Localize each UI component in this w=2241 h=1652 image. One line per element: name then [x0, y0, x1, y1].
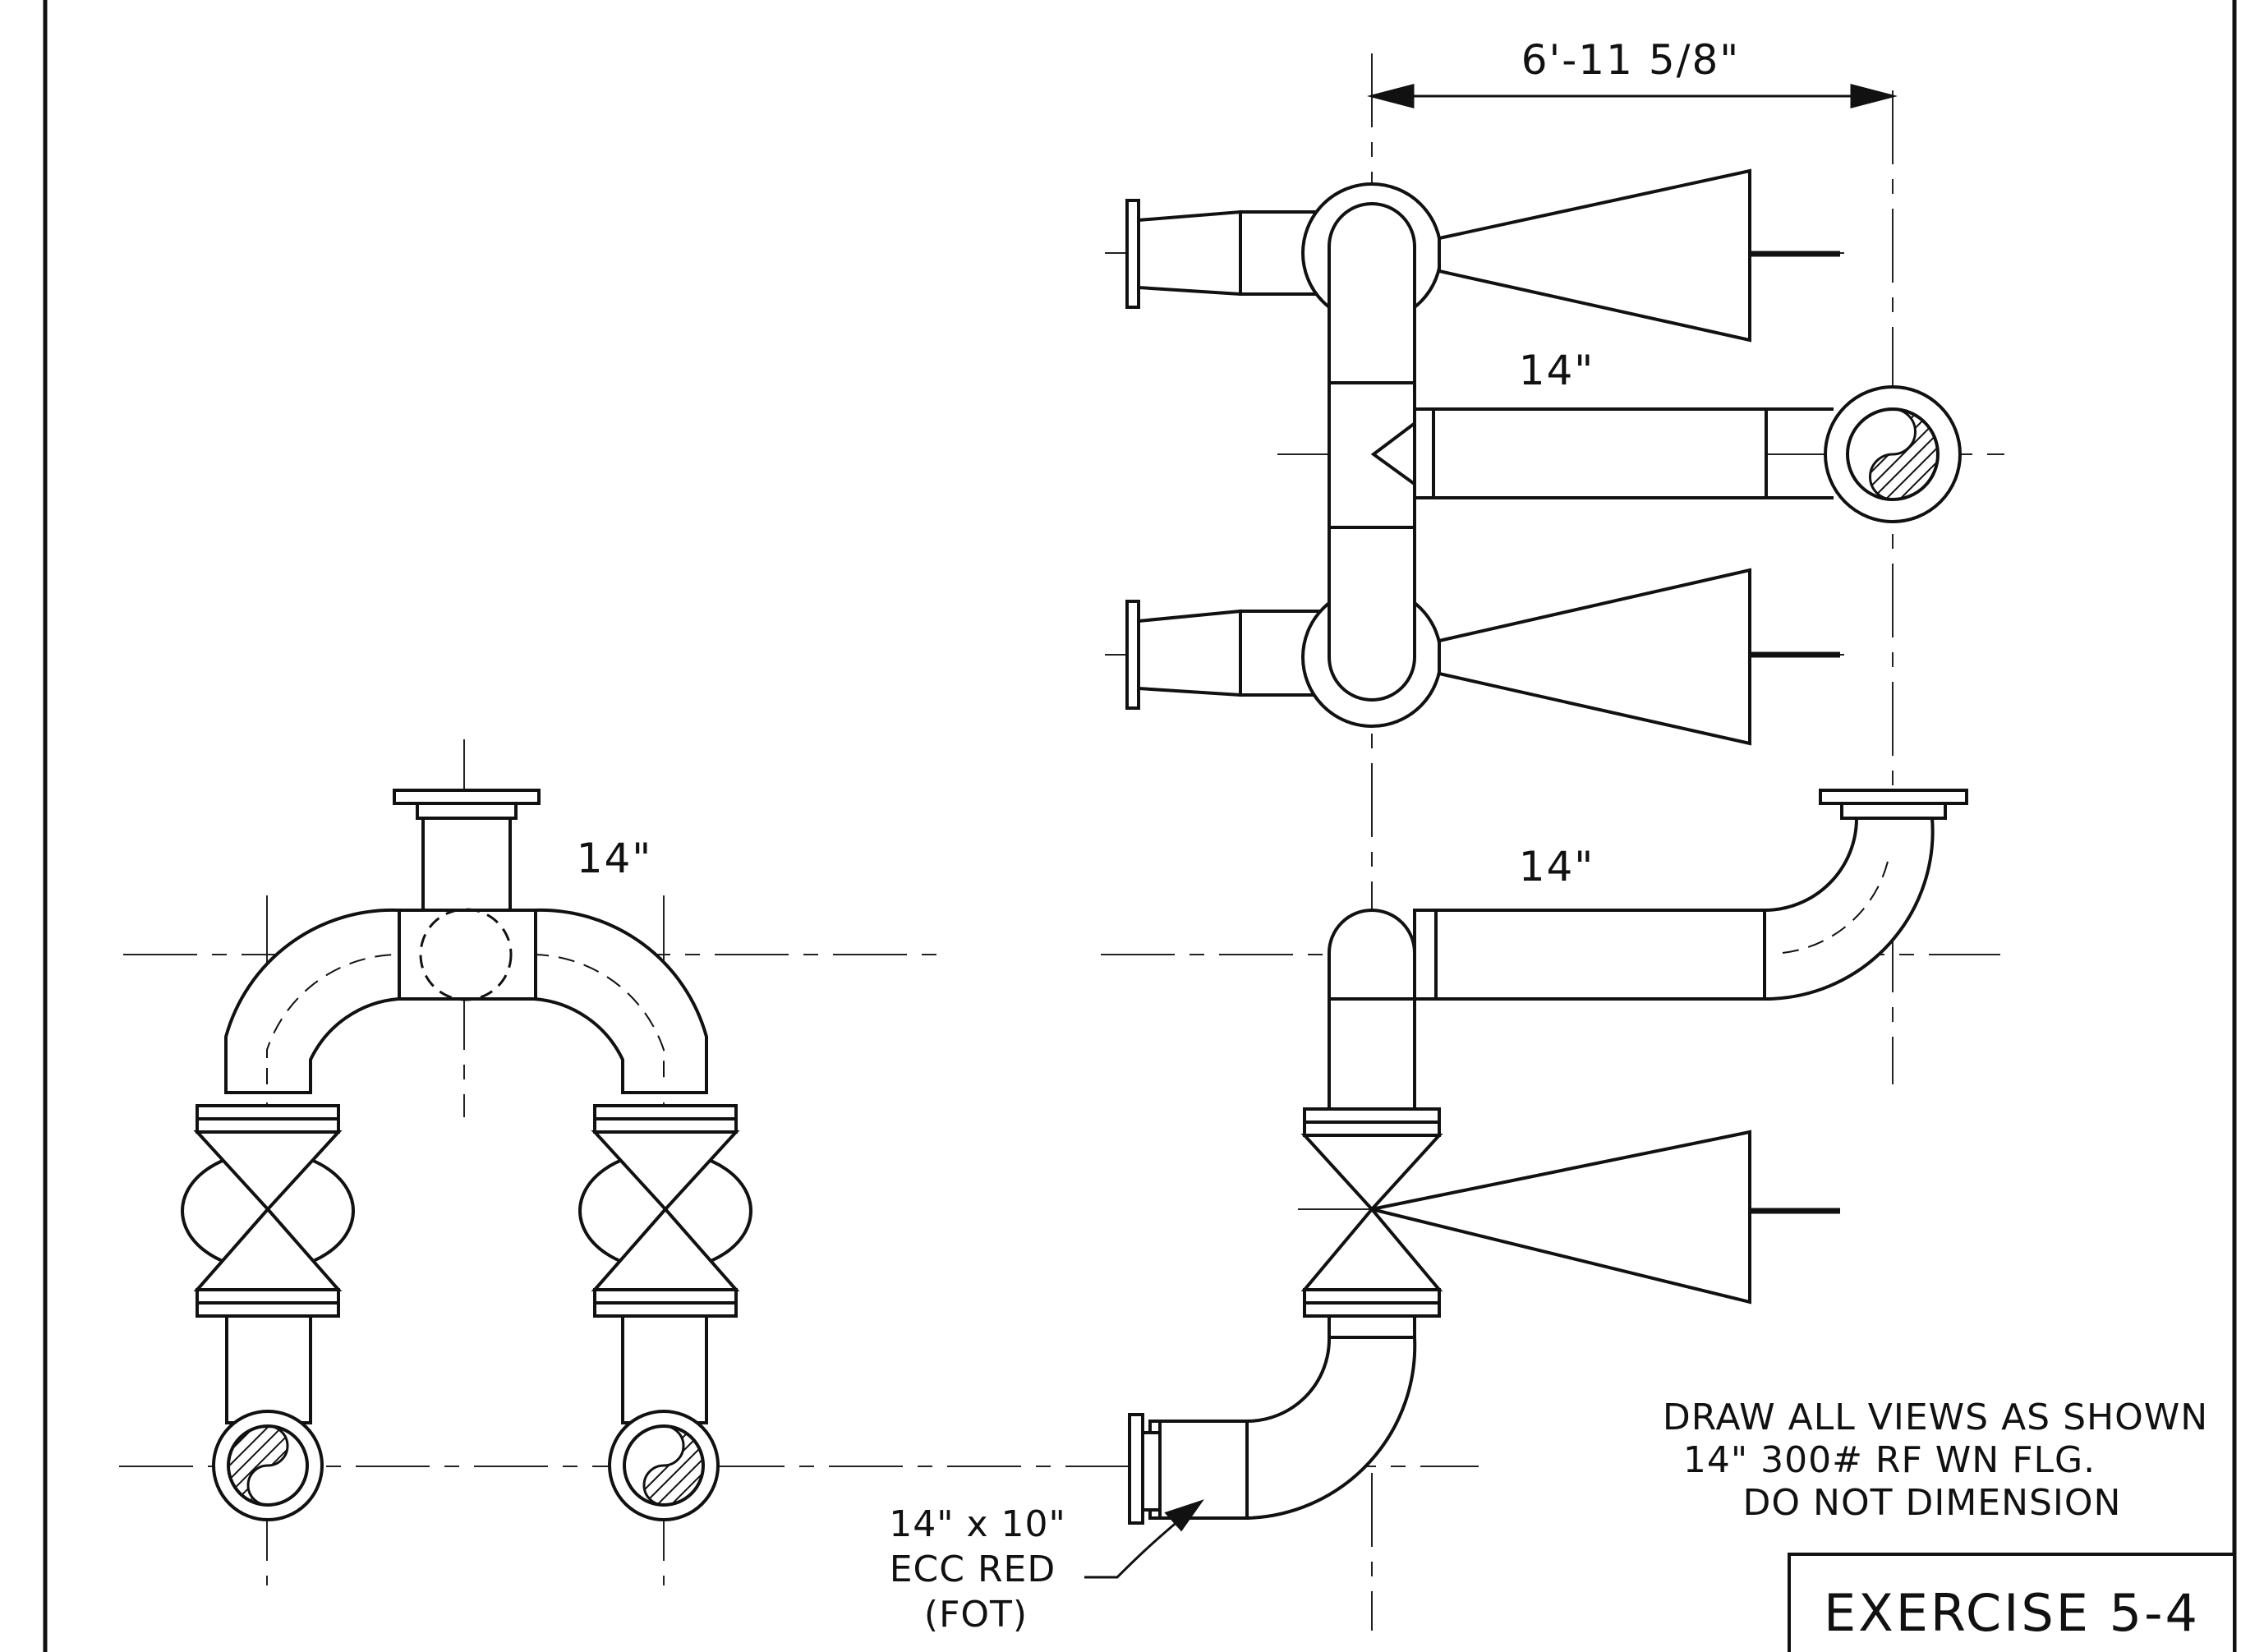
- front-pipe-size-label: 14": [1519, 843, 1595, 890]
- ecc-red-leader: [1084, 1499, 1204, 1579]
- plan-pipe-size-label: 14": [1519, 347, 1595, 394]
- side-left-outlet-hatch: [227, 1424, 289, 1507]
- side-u-bend: [224, 908, 708, 1094]
- side-left-valve-top-flange: [196, 1104, 340, 1121]
- front-header-pipe: [1434, 909, 1766, 1001]
- note-line-2: 14" 300# RF WN FLG.: [1683, 1439, 2096, 1481]
- plan-upper-reducer: [1137, 209, 1242, 297]
- side-right-valve-top-flange: [593, 1104, 738, 1121]
- side-view: [181, 789, 752, 1521]
- front-vertical-pipe: [1328, 997, 1416, 1111]
- plan-branch-elbow-hatch: [1869, 407, 1940, 501]
- front-bottom-elbow: [1245, 1336, 1417, 1521]
- side-top-flange: [393, 789, 541, 805]
- title-block-title: EXERCISE 5-4: [1824, 1583, 2200, 1643]
- note-line-3: DO NOT DIMENSION: [1743, 1482, 2122, 1524]
- sheet-border: [43, 0, 2237, 1652]
- plan-lower-reducer: [1137, 609, 1242, 697]
- plan-lower-flange: [1125, 600, 1140, 710]
- plan-upper-valve-operator: [1438, 168, 1751, 343]
- side-tee-branch-hidden: [419, 908, 513, 1001]
- front-valve-top-flange: [1303, 1107, 1441, 1124]
- plan-lower-valve-operator: [1438, 568, 1751, 746]
- side-left-outlet-pipe: [225, 1314, 312, 1424]
- side-right-outlet-hatch: [642, 1424, 705, 1507]
- side-left-valve-bottom-flange: [196, 1288, 340, 1305]
- plan-upper-flange: [1125, 199, 1140, 309]
- side-tee: [398, 909, 537, 1001]
- side-right-outlet-pipe: [621, 1314, 708, 1424]
- front-view: [1128, 789, 1968, 1525]
- side-top-nozzle: [421, 817, 512, 912]
- side-pipe-size-label: 14": [577, 835, 653, 882]
- front-top-elbow: [1763, 817, 1935, 1001]
- side-right-valve-bottom-flange: [593, 1288, 738, 1305]
- callout-line-2: ECC RED: [890, 1548, 1056, 1590]
- callout-line-3: (FOT): [924, 1594, 1028, 1636]
- front-bottom-pipe: [1158, 1420, 1249, 1520]
- overall-dimension: [1367, 84, 1898, 108]
- title-block: [1788, 1553, 2236, 1652]
- front-top-flange: [1819, 789, 1968, 805]
- overall-dimension-label: 6'-11 5/8": [1521, 36, 1741, 84]
- front-valve-bottom-flange: [1303, 1288, 1441, 1305]
- front-valve-operator: [1371, 1130, 1751, 1305]
- callout-line-1: 14" x 10": [889, 1503, 1065, 1545]
- plan-view: [1125, 168, 1962, 746]
- front-bottom-flange: [1128, 1413, 1144, 1525]
- note-line-1: DRAW ALL VIEWS AS SHOWN: [1663, 1397, 2208, 1438]
- plan-branch-pipe: [1432, 407, 1768, 499]
